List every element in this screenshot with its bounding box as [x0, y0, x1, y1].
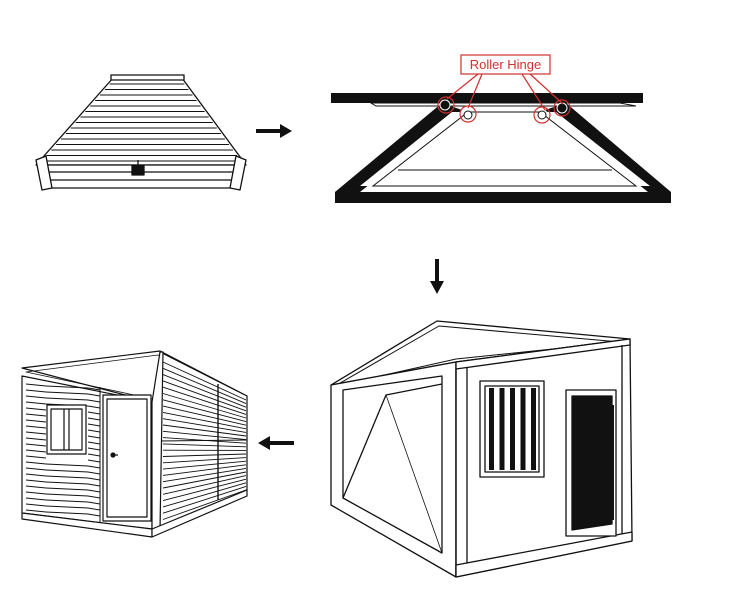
siding-line: [25, 419, 47, 423]
siding-line: [162, 460, 247, 470]
siding-line: [162, 453, 247, 457]
siding-line: [87, 447, 101, 451]
siding-line: [87, 435, 101, 439]
siding-line: [25, 461, 47, 465]
siding-line: [87, 393, 101, 397]
siding-line: [162, 411, 247, 430]
siding-line: [45, 397, 89, 401]
siding-line: [87, 441, 101, 445]
siding-line: [162, 485, 247, 514]
siding-line: [25, 503, 47, 507]
siding-line: [162, 478, 247, 502]
siding-line: [25, 479, 47, 483]
siding-line: [162, 443, 247, 448]
siding-line: [45, 505, 89, 509]
siding-line: [162, 489, 247, 520]
siding-line: [45, 481, 89, 485]
roller-hinge-callout: [437, 54, 571, 124]
siding-line: [162, 467, 247, 483]
siding-line: [25, 443, 47, 447]
siding-line: [25, 425, 47, 429]
siding-line: [87, 495, 101, 499]
siding-line: [162, 424, 247, 437]
siding-line: [25, 449, 47, 453]
siding-line: [87, 411, 101, 415]
siding-line: [162, 482, 247, 508]
siding-line: [45, 493, 89, 497]
roller-hinge-label: Roller Hinge: [470, 57, 542, 72]
siding-line: [25, 413, 47, 417]
siding-line: [25, 395, 47, 399]
siding-line: [87, 501, 101, 505]
unfolded-frame-illustration: [330, 320, 633, 578]
siding-line: [25, 467, 47, 471]
siding-line: [87, 405, 101, 409]
siding-line: [162, 399, 247, 423]
siding-line: [162, 393, 247, 419]
arrow-down-icon: [430, 259, 444, 294]
siding-line: [45, 469, 89, 473]
siding-line: [25, 431, 47, 435]
siding-line: [87, 477, 101, 481]
siding-line: [25, 485, 47, 489]
siding-line: [87, 423, 101, 427]
siding-line: [45, 385, 89, 389]
siding-line: [45, 499, 89, 503]
siding-line: [162, 367, 247, 405]
arrow-right-icon: [256, 124, 292, 138]
siding-line: [162, 405, 247, 426]
siding-line: [87, 417, 101, 421]
siding-line: [87, 513, 101, 517]
roller-hinge-label-box: [460, 54, 551, 75]
siding-line: [162, 418, 247, 433]
siding-line: [25, 473, 47, 477]
siding-line: [162, 361, 247, 401]
siding-line: [162, 430, 247, 441]
window-bar: [510, 388, 515, 470]
siding-line: [87, 483, 101, 487]
siding-line: [45, 391, 89, 395]
siding-line: [162, 457, 247, 464]
siding-line: [162, 374, 247, 408]
siding-line: [45, 463, 89, 467]
siding-line: [25, 383, 47, 387]
siding-line: [45, 511, 89, 515]
siding-line: [87, 459, 101, 463]
window-bar: [520, 388, 526, 470]
siding-line: [87, 453, 101, 457]
siding-line: [87, 507, 101, 511]
siding-line: [87, 429, 101, 433]
siding-line: [162, 475, 247, 495]
folded-roof-illustration: [35, 74, 247, 191]
siding-line: [25, 491, 47, 495]
siding-line: [87, 465, 101, 469]
arrow-left-icon: [258, 436, 294, 450]
siding-line: [87, 489, 101, 493]
window-bar: [489, 388, 494, 470]
siding-line: [162, 464, 247, 476]
siding-line: [162, 386, 247, 415]
siding-line: [25, 389, 47, 393]
window-bar: [499, 388, 505, 470]
siding-line: [87, 399, 101, 403]
hinge-section-illustration: [331, 93, 671, 203]
siding-line: [25, 437, 47, 441]
siding-line: [45, 487, 89, 491]
siding-line: [45, 475, 89, 479]
siding-line: [25, 407, 47, 411]
siding-line: [25, 509, 47, 513]
siding-line: [87, 471, 101, 475]
siding-line: [87, 387, 101, 391]
window-bar: [531, 388, 536, 470]
siding-line: [162, 380, 247, 412]
siding-line: [25, 497, 47, 501]
siding-line: [25, 455, 47, 459]
siding-line: [162, 471, 247, 489]
siding-line: [25, 401, 47, 405]
finished-house-illustration: [21, 350, 248, 538]
